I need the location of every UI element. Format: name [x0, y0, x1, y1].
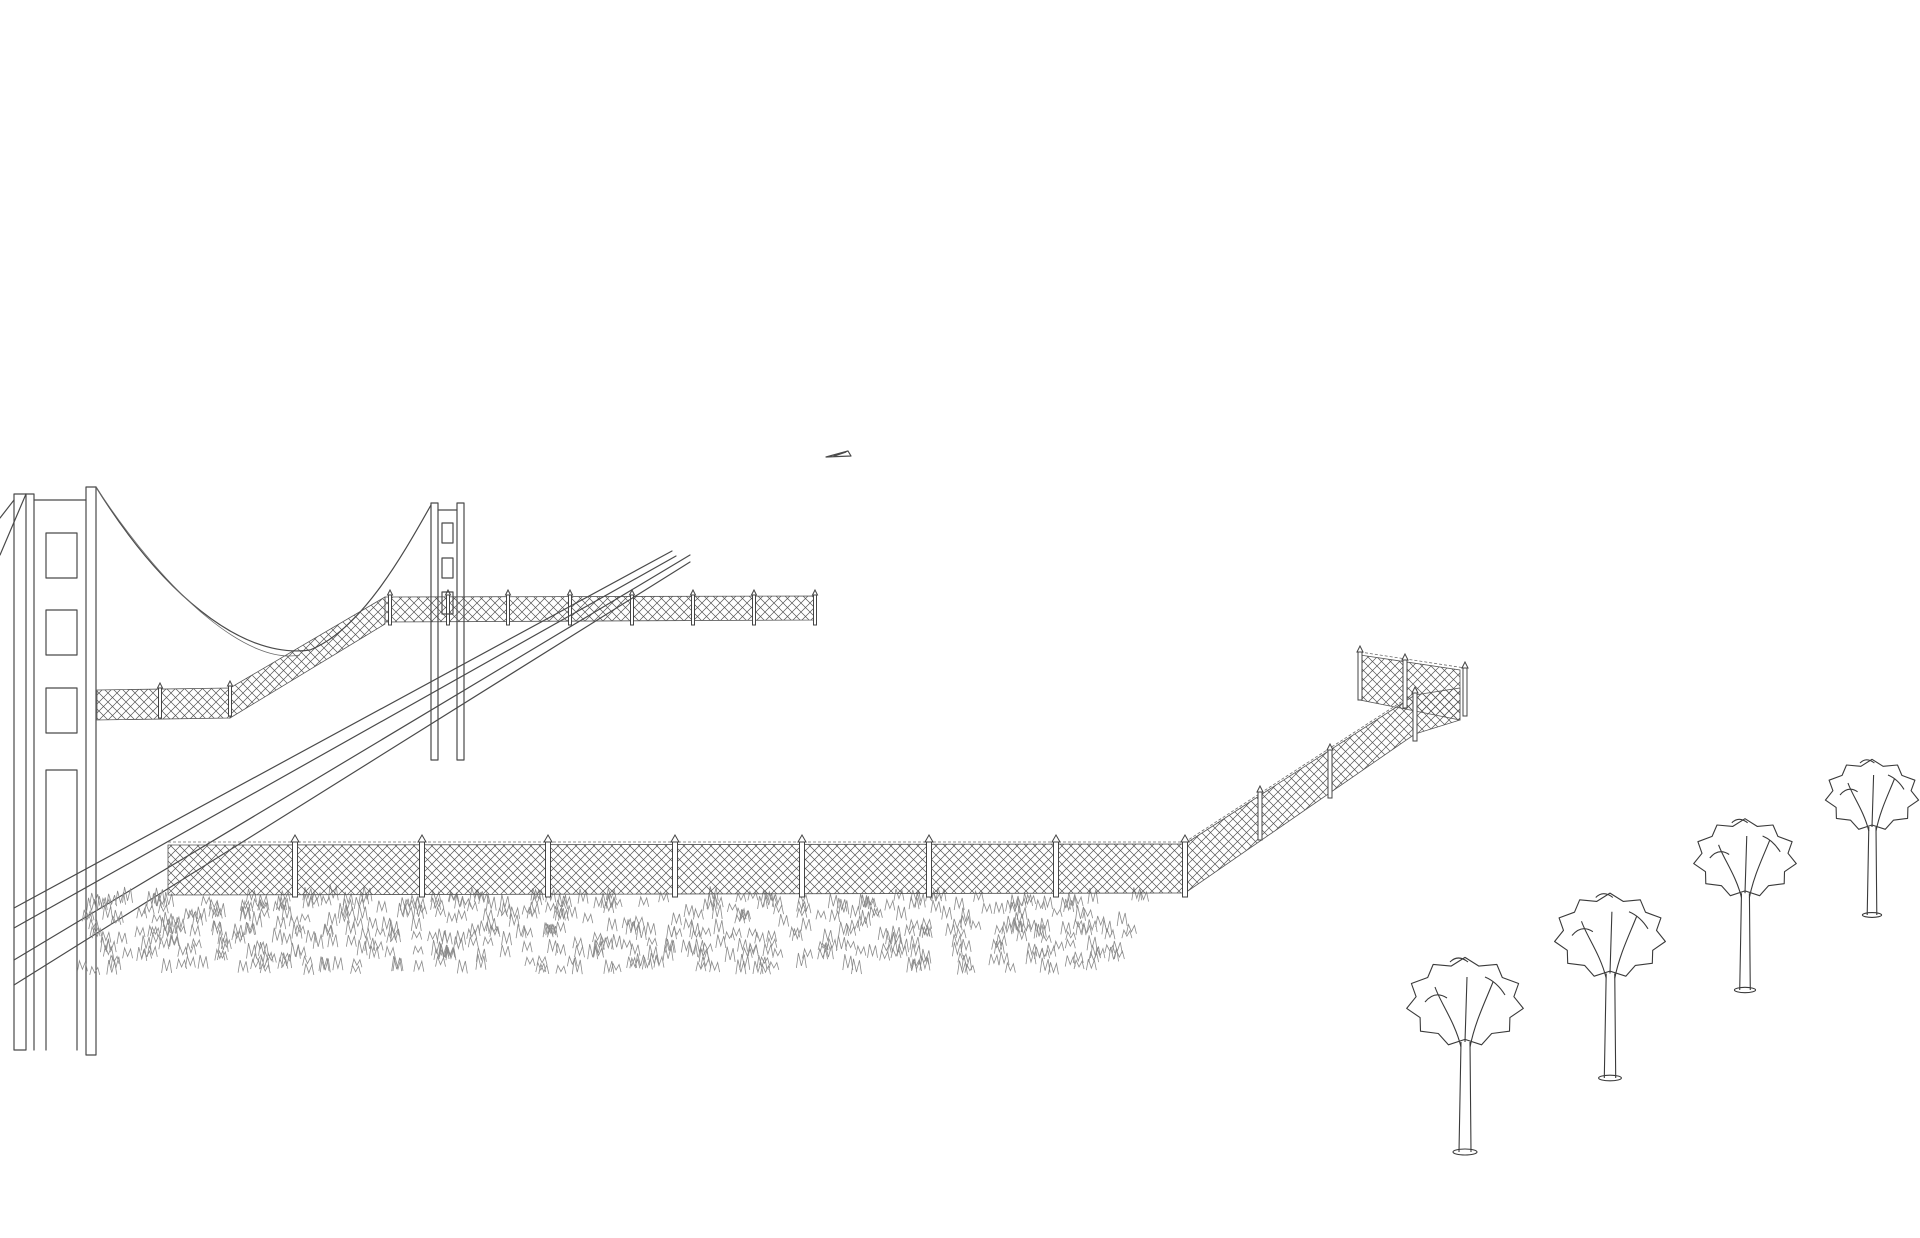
- fence-post: [689, 588, 697, 626]
- fence-post: [543, 833, 553, 898]
- fence-post: [417, 833, 427, 898]
- bridge-tower-near: [13, 486, 97, 1056]
- fence-post: [1411, 685, 1419, 742]
- fence-post: [1051, 833, 1061, 898]
- fence-post: [1180, 833, 1190, 898]
- fence-post: [797, 833, 807, 898]
- upper-fence: [96, 588, 819, 721]
- tree: [1554, 892, 1666, 1082]
- fence-post: [1356, 644, 1364, 701]
- fence-post: [670, 833, 680, 898]
- tree: [1693, 818, 1797, 994]
- fence-post: [156, 681, 164, 719]
- fence-post: [1326, 742, 1334, 799]
- fence-post: [226, 679, 234, 717]
- fence-post: [566, 588, 574, 626]
- tree: [1406, 956, 1524, 1156]
- fence-post: [290, 833, 300, 898]
- suspension-cables: [0, 486, 432, 657]
- grass-field: [77, 884, 1149, 975]
- paper-plane: [825, 450, 852, 458]
- fence-post: [811, 588, 819, 626]
- fence-post: [444, 588, 452, 626]
- chain-link-fence: [167, 644, 1469, 898]
- fence-post: [386, 588, 394, 626]
- fence-post: [750, 588, 758, 626]
- tree: [1824, 758, 1920, 918]
- fence-post: [628, 588, 636, 626]
- fence-post: [504, 588, 512, 626]
- fence-post: [924, 833, 934, 898]
- fence-post: [1461, 660, 1469, 717]
- fence-post: [1256, 784, 1264, 841]
- suspension-bridge: [0, 486, 691, 1056]
- bridge-deck: [13, 550, 691, 986]
- bridge-tower-far: [430, 502, 465, 761]
- fence-post: [1401, 652, 1409, 709]
